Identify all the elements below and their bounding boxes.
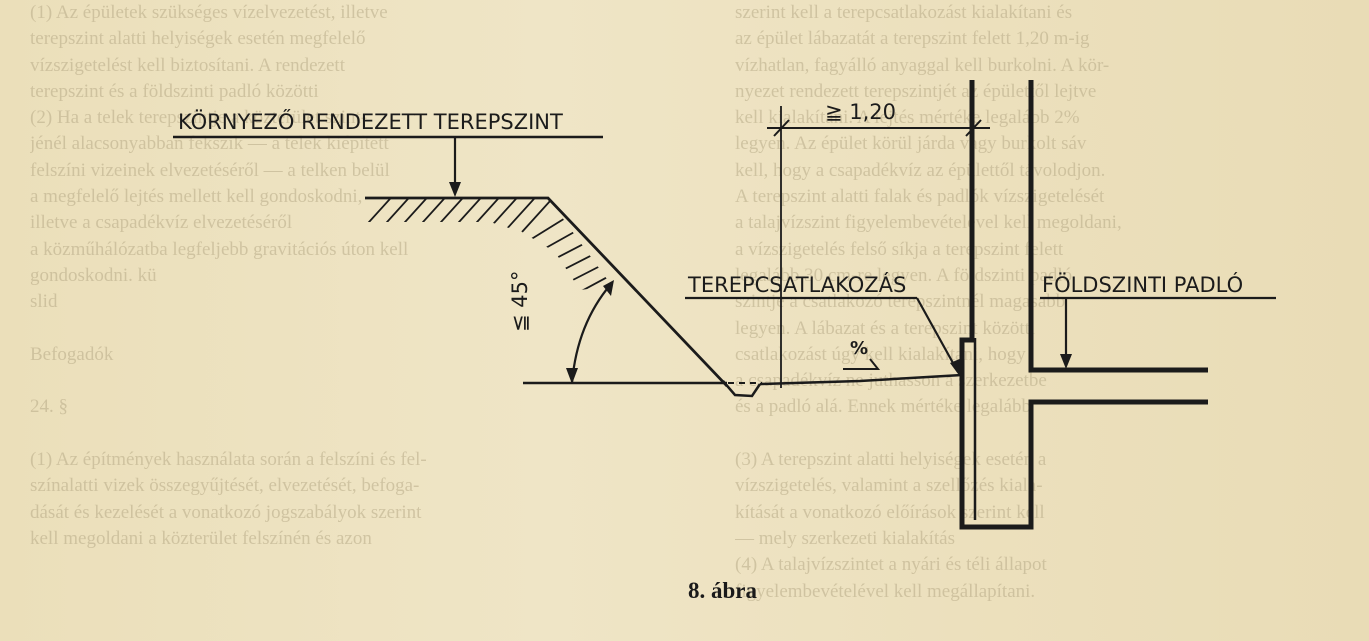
bleed-through-line: — mely szerkezeti kialakítás <box>735 527 955 549</box>
slope-percent-label: % <box>850 338 868 359</box>
bleed-through-line: jénél alacsonyabban fekszik — a telek ki… <box>30 133 389 155</box>
dimension-tick-left <box>773 119 790 137</box>
bleed-through-line: slid <box>30 291 58 313</box>
bleed-through-line: (3) A terepszint alatti helyiségek eseté… <box>735 449 1047 471</box>
bleed-through-line: kell, hogy a csapadékvíz az épülettől tá… <box>735 159 1106 181</box>
bleed-through-line: terepszint alatti helyiségek esetén megf… <box>30 28 366 50</box>
bleed-through-line: terepszint és a földszinti padló közötti <box>30 80 319 102</box>
ground-floor-arrow <box>1060 354 1072 369</box>
bleed-through-line: (2) Ha a telek terepszintje a közterület… <box>30 107 368 129</box>
terrain-connection-label: TEREPCSATLAKOZÁS <box>687 272 906 297</box>
bleed-through-line: A terepszint alatti falak és padlók vízs… <box>735 186 1105 208</box>
bleed-through-line: a megfelelő lejtés mellett kell gondosko… <box>30 186 363 208</box>
terrain-hatching <box>365 198 612 290</box>
bleed-through-line: (1) Az építmények használata során a fel… <box>30 449 427 471</box>
bleed-through-line: a csapadékvíz ne juthasson a szerkezetbe <box>735 370 1047 392</box>
terrain-connection-leader <box>916 297 959 373</box>
angle-label: ≦ 45° <box>508 271 532 333</box>
bleed-through-line: a talajvízszint figyelembevételével kell… <box>735 212 1122 234</box>
bleed-through-line: felszíni vizeinek elvezetéséről — a telk… <box>30 159 390 181</box>
ground-level-label: KÖRNYEZŐ RENDEZETT TEREPSZINT <box>178 109 563 134</box>
bleed-through-line: csatlakozást úgy kell kialakítani, hogy <box>735 343 1026 365</box>
terrain-connection-line <box>759 373 963 386</box>
bleed-through-text-left: (1) Az épületek szükséges vízelvezetést,… <box>30 0 690 641</box>
bleed-through-line: dását és kezelését a vonatkozó jogszabál… <box>30 501 422 523</box>
angle-arrow-top <box>603 280 614 296</box>
bleed-through-line: (1) Az épületek szükséges vízelvezetést,… <box>30 2 388 23</box>
bleed-through-line: szerint kell a terepcsatlakozást kialakí… <box>735 2 1073 23</box>
bleed-through-line: színalatti vizek összegyűjtését, elvezet… <box>30 475 420 497</box>
bleed-through-line: a közműhálózatba legfeljebb gravitációs … <box>30 238 409 260</box>
bleed-through-line: gondoskodni. kü <box>30 264 157 286</box>
ground-level-arrow <box>449 182 461 197</box>
bleed-through-line: figyelembevételével kell megállapítani. <box>735 580 1036 602</box>
angle-arrow-bottom <box>566 368 578 384</box>
bleed-through-line: a vízszigetelés felső síkja a terepszint… <box>735 238 1064 260</box>
terrain-slope-line <box>365 196 729 387</box>
bleed-through-line: legyen. A lábazat és a terepszint között… <box>735 317 1036 339</box>
wall-outline-inner <box>1028 80 1208 373</box>
bleed-through-line: illetve a csapadékvíz elvezetéséről <box>30 212 293 234</box>
bleed-through-line: vízszigetelés, valamint a szellőzés kial… <box>735 475 1043 497</box>
bleed-through-line: szintje a csatlakozó terepszintnél magas… <box>735 291 1066 313</box>
slope-arrow-icon <box>843 358 881 370</box>
bleed-through-line: vízszigetelést kell biztosítani. A rende… <box>30 54 345 76</box>
bleed-through-line: 24. § <box>30 396 68 418</box>
bleed-through-line: vízhatlan, fagyálló anyaggal kell burkol… <box>735 54 1110 76</box>
wall-outline-outer <box>959 80 1208 530</box>
bleed-through-line: az épület lábazatát a terepszint felett … <box>735 28 1090 50</box>
bleed-through-line: kell megoldani a közterület felszínén és… <box>30 527 372 549</box>
bleed-through-line: és a padló alá. Ennek mértéke legalább <box>735 396 1031 418</box>
terrain-connection-arrow <box>950 358 962 378</box>
bleed-through-line: (4) A talajvízszintet a nyári és téli ál… <box>735 554 1047 576</box>
figure-caption: 8. ábra <box>688 578 757 603</box>
bleed-through-line: kítását a vonatkozó előírások szerint ke… <box>735 501 1045 523</box>
dimension-tick-right <box>965 119 982 137</box>
height-dimension-label: ≧ 1,20 <box>825 100 896 124</box>
bleed-through-line: legalább 30 cm-re legyen. A földszinti p… <box>735 264 1073 286</box>
bleed-through-line: Befogadók <box>30 343 114 365</box>
bleed-through-line: kell kialakítani. A lejtés mértéke legal… <box>735 107 1080 129</box>
bleed-through-text-right: szerint kell a terepcsatlakozást kialakí… <box>735 0 1369 641</box>
drainage-ditch <box>722 380 762 398</box>
bleed-through-line: legyen. Az épület körül járda vagy burko… <box>735 133 1087 155</box>
bleed-through-line: nyezet rendezett terepszintjét az épület… <box>735 80 1097 102</box>
ground-floor-label: FÖLDSZINTI PADLÓ <box>1042 272 1243 297</box>
